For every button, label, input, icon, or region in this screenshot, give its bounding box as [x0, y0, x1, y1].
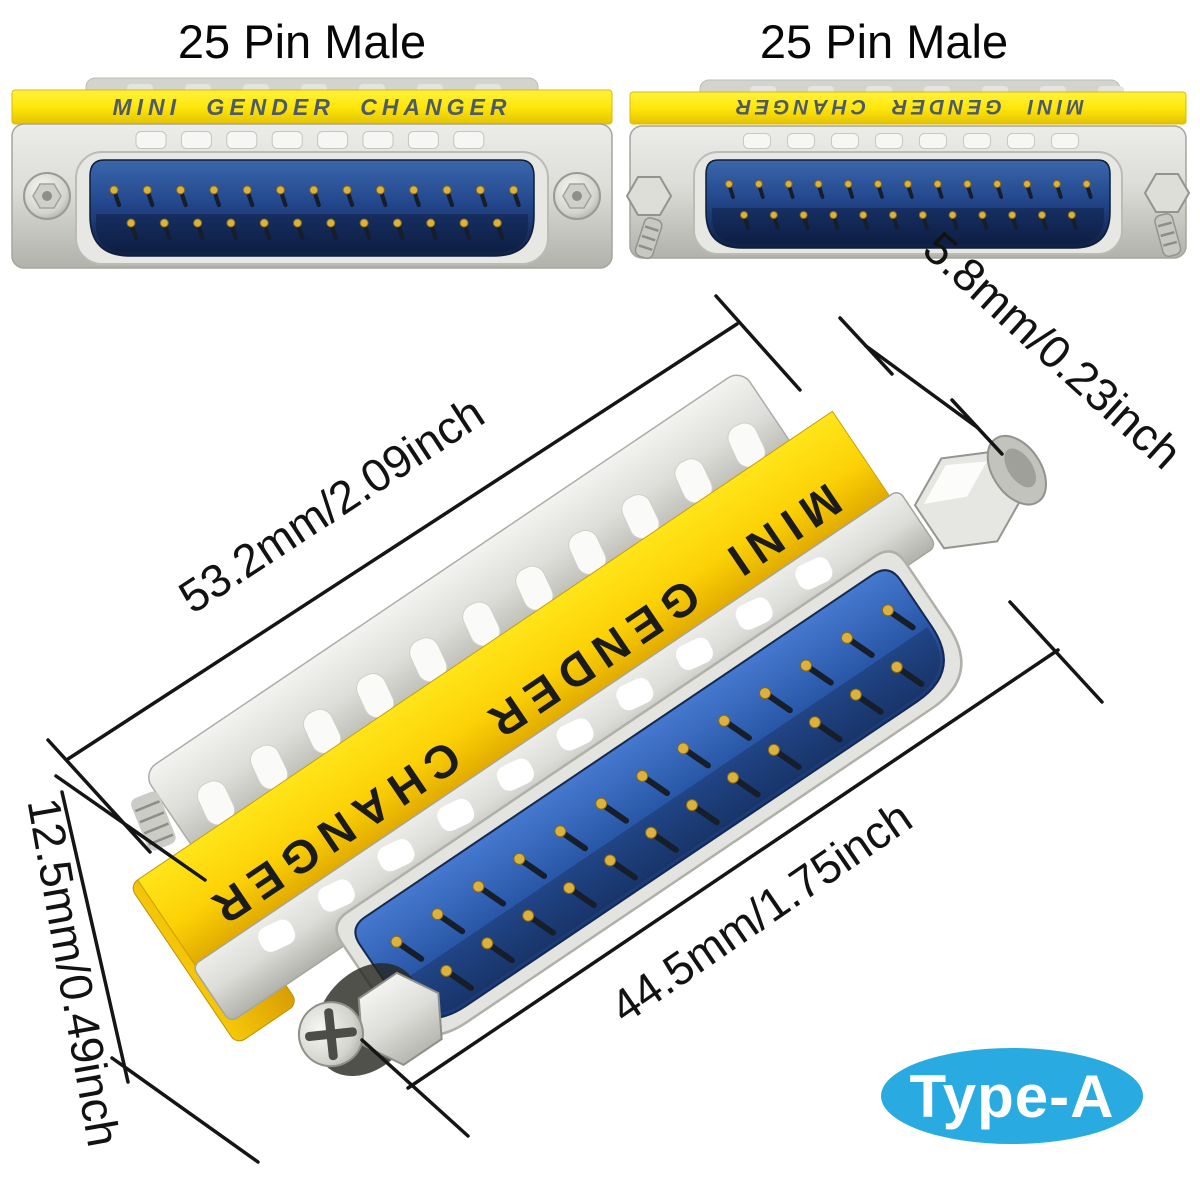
pin-row [440, 661, 925, 991]
connector-front-view: 25 Pin Male MINI GENDER CHANGER [11, 15, 613, 269]
pin-row [740, 211, 1078, 230]
yellow-label-band [629, 91, 1187, 125]
extension-tick [54, 774, 207, 882]
screw-thread-tip [131, 791, 176, 851]
body-dimples [743, 133, 1079, 149]
right-screw [553, 172, 601, 220]
left-screw [23, 172, 71, 220]
badge-label: Type-A [910, 1063, 1115, 1130]
dimension-line-connector [406, 648, 1060, 1090]
dimension-label-thickness: 5.8mm/0.23inch [914, 221, 1192, 479]
extension-tick [46, 738, 152, 854]
dimension-line-length [66, 322, 739, 761]
extension-tick [110, 1056, 260, 1164]
type-badge: Type-A [881, 1048, 1143, 1144]
right-product-title: 25 Pin Male [760, 15, 1008, 68]
end-screw-assembly [297, 963, 443, 1077]
connector-rear-view: 25 Pin Male MINI GENDER CHANGER [625, 15, 1191, 260]
extension-tick [360, 1038, 470, 1138]
insert-shadow [712, 208, 1104, 244]
left-product-title: 25 Pin Male [178, 15, 426, 68]
rear-label-text-upside-down: MINI GENDER CHANGER [732, 95, 1084, 118]
front-label-text: MINI GENDER CHANGER [112, 94, 511, 120]
dimension-line-height [60, 790, 130, 1084]
left-hex-standoff [625, 176, 673, 260]
pin-row [126, 218, 505, 241]
pin-row [725, 180, 1093, 199]
body-dimples [135, 131, 485, 149]
dimension-label-height: 12.5mm/0.49inch [18, 794, 130, 1151]
right-hex-standoff [1143, 173, 1191, 258]
extension-tick [714, 294, 802, 392]
flange-scallops [258, 557, 833, 952]
pin-row [390, 604, 916, 962]
dimension-line-thickness [864, 344, 980, 430]
badge-ellipse [881, 1048, 1143, 1144]
extension-tick [950, 398, 1004, 456]
insert-shadow [96, 214, 528, 252]
pin-row [109, 185, 521, 208]
connector-angled-view: MINI GENDER CHANGER [131, 374, 1047, 1077]
extension-tick [1008, 600, 1104, 704]
